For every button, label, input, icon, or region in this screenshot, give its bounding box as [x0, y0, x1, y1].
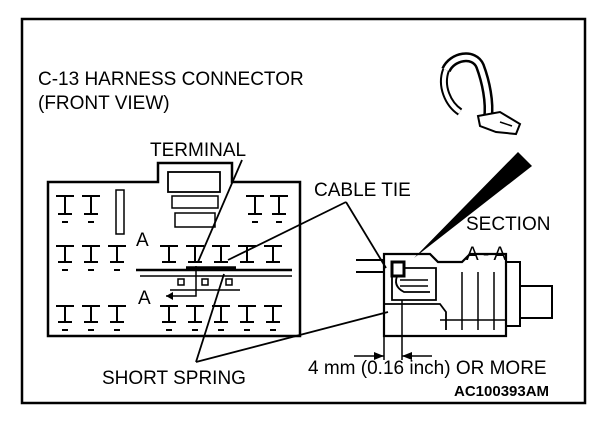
cable-tie-illustration — [414, 52, 532, 258]
figure-code: AC100393AM — [454, 383, 549, 400]
dimension-label: 4 mm (0.16 inch) OR MORE — [308, 358, 547, 379]
section-mark-bottom: A — [138, 288, 151, 309]
title-line-1: C-13 HARNESS CONNECTOR — [38, 69, 304, 90]
leader-lines — [195, 159, 389, 363]
terminal-row-3 — [56, 305, 282, 331]
terminal-row-1 — [56, 195, 288, 223]
figure-frame — [20, 17, 587, 405]
title-line-2: (FRONT VIEW) — [38, 93, 170, 114]
connector-front-view — [46, 161, 302, 338]
section-label: SECTION — [466, 214, 550, 235]
section-a-a-view — [354, 252, 553, 360]
section-mark-top: A — [136, 230, 149, 251]
cable-tie-label: CABLE TIE — [314, 180, 411, 201]
terminal-row-2 — [56, 245, 282, 271]
short-spring-label: SHORT SPRING — [102, 368, 246, 389]
terminal-label: TERMINAL — [150, 140, 246, 161]
section-id: A - A — [466, 244, 506, 265]
